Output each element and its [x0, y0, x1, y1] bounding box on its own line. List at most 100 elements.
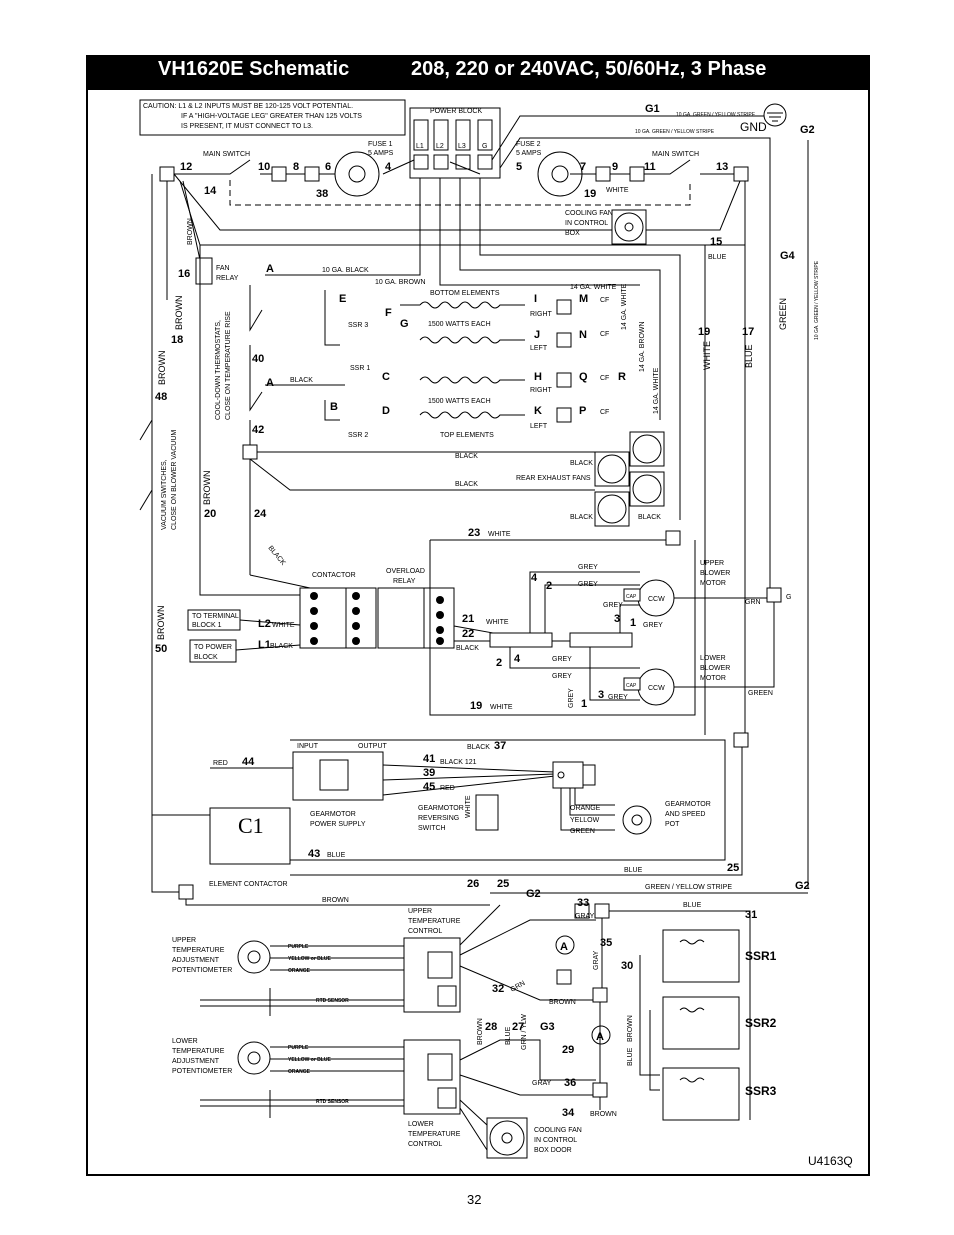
rear-fans-label: REAR EXHAUST FANS	[516, 475, 591, 482]
wire-num-7: 7	[580, 161, 586, 173]
label-b: B	[330, 401, 338, 413]
wire-10ga-brown: 10 GA. BROWN	[375, 279, 426, 286]
terminal-l2: L2	[436, 143, 444, 150]
wire-num-14: 14	[204, 185, 217, 197]
wire-black-a: BLACK	[290, 377, 313, 384]
wire-blue-43: BLUE	[327, 852, 346, 859]
wire-green-lower: GREEN	[748, 690, 773, 697]
ssr1-big: SSR1	[745, 949, 777, 963]
wire-num-5: 5	[516, 161, 522, 173]
wire-gray-36: GRAY	[532, 1080, 552, 1087]
c1-contactor: C1 43 BLUE ELEMENT CONTACTOR BROWN 26 25…	[151, 807, 810, 906]
caution-line-2: IF A "HIGH-VOLTAGE LEG" GREATER THAN 125…	[181, 113, 362, 120]
control-box-fan: COOLING FAN IN CONTROL BOX 15 BLUE G4	[173, 173, 796, 262]
upper-tc-2: TEMPERATURE	[408, 918, 461, 925]
power-block-label: POWER BLOCK	[430, 108, 482, 115]
wire-grey-4: GREY	[643, 622, 663, 629]
wire-14ga-white-1: 14 GA. WHITE	[570, 284, 617, 291]
cl-label-4: CF	[600, 409, 609, 416]
wire-num-45: 45	[423, 781, 435, 793]
wire-white-l2: WHITE	[272, 622, 295, 629]
wire-black-37: BLACK	[467, 744, 490, 751]
wire-brown-34: BROWN	[590, 1111, 617, 1118]
caution-line-1: CAUTION: L1 & L2 INPUTS MUST BE 120-125 …	[143, 103, 353, 110]
wire-num-20: 20	[204, 508, 216, 520]
label-g: G	[400, 318, 409, 330]
wire-grey-5: GREY	[552, 656, 572, 663]
wire-white-23: WHITE	[488, 531, 511, 538]
lower-rtd: RTD SENSOR	[316, 1099, 349, 1105]
to-terminal-1: TO TERMINAL	[192, 613, 239, 620]
wire-num-19-top: 19	[584, 188, 596, 200]
g2-label-right: G2	[795, 880, 810, 892]
page-number: 32	[467, 1192, 482, 1207]
wire-num-25-right: 25	[727, 862, 739, 874]
wire-black-24: BLACK	[266, 545, 286, 567]
wire-grey-3: GREY	[603, 602, 623, 609]
fuse1-name: FUSE 1	[368, 141, 393, 148]
wire-black-22: BLACK	[456, 645, 479, 652]
upper-cap: CAP	[626, 594, 637, 600]
label-m: M	[579, 293, 588, 305]
upper-pot-4: POTENTIOMETER	[172, 967, 232, 974]
upper-purple: PURPLE	[288, 944, 309, 950]
wire-num-48: 48	[155, 391, 167, 403]
blower-num-1a: 1	[630, 617, 636, 629]
upper-blower-2: BLOWER	[700, 570, 730, 577]
upper-blower-1: UPPER	[700, 560, 724, 567]
wire-green-gm: GREEN	[570, 828, 595, 835]
lower-purple: PURPLE	[288, 1045, 309, 1051]
rear-exhaust-fans: BLACK BLACK BLACK BLACK BLACK REAR EXHAU…	[202, 431, 665, 575]
wire-num-41: 41	[423, 753, 435, 765]
gm-rev-2: REVERSING	[418, 815, 459, 822]
upper-temp-control: UPPER TEMPERATURE CONTROL UPPER TEMPERAT…	[172, 904, 596, 1050]
lower-blower-3: MOTOR	[700, 675, 726, 682]
fan-relay-label-1: FAN	[216, 265, 230, 272]
upper-orange: ORANGE	[288, 968, 311, 974]
lower-pot-4: POTENTIOMETER	[172, 1068, 232, 1075]
upper-blower-3: MOTOR	[700, 580, 726, 587]
main-switch-label-right: MAIN SWITCH	[652, 151, 699, 158]
wire-grey-8: GREY	[568, 688, 575, 708]
wire-orange: ORANGE	[570, 805, 601, 812]
lower-blower-2: BLOWER	[700, 665, 730, 672]
label-p: P	[579, 405, 586, 417]
ammeter-1: A	[560, 941, 568, 953]
wire-white-19-low: WHITE	[490, 704, 513, 711]
output-label: OUTPUT	[358, 743, 388, 750]
ssr1-label: SSR 1	[350, 365, 370, 372]
cf-label-1: COOLING FAN	[565, 210, 613, 217]
left-label-1: LEFT	[530, 345, 548, 352]
heating-elements: 10 GA. BLACK 10 GA. BROWN BOTTOM ELEMENT…	[265, 178, 681, 520]
l1-label: L1	[258, 639, 271, 651]
fan-relay-label-2: RELAY	[216, 275, 239, 282]
wire-grey-7: GREY	[608, 694, 628, 701]
blower-num-4a: 4	[531, 572, 538, 584]
wire-num-25: 25	[497, 878, 509, 890]
wire-red-44: RED	[213, 760, 228, 767]
terminal-l1: L1	[416, 143, 424, 150]
wire-blue-25: BLUE	[624, 867, 643, 874]
wire-num-23: 23	[468, 527, 480, 539]
right-label-1: RIGHT	[530, 311, 553, 318]
lower-temp-control: LOWER TEMPERATURE CONTROL LOWER TEMPERAT…	[172, 1038, 596, 1159]
wire-num-6: 6	[325, 161, 331, 173]
wire-black-fan2: BLACK	[455, 481, 478, 488]
wire-num-30: 30	[621, 960, 633, 972]
wire-num-35: 35	[600, 937, 612, 949]
lower-blower-1: LOWER	[700, 655, 726, 662]
label-n: N	[579, 329, 587, 341]
fan-relay: FAN RELAY 16	[178, 257, 239, 285]
overload-label-2: RELAY	[393, 578, 416, 585]
element-contactor-label: ELEMENT CONTACTOR	[209, 881, 288, 888]
lower-pot-2: TEMPERATURE	[172, 1048, 225, 1055]
blower-num-4b: 4	[514, 653, 521, 665]
upper-ccw: CCW	[648, 596, 665, 603]
l2-label: L2	[258, 618, 271, 630]
wire-brown-18: BROWN	[174, 296, 184, 331]
cl-label-3: CF	[600, 375, 609, 382]
gm-rev-1: GEARMOTOR	[418, 805, 464, 812]
wire-blue-ssr: BLUE	[627, 1047, 634, 1066]
wire-white-top: WHITE	[606, 187, 629, 194]
wire-num-28: 28	[485, 1021, 497, 1033]
